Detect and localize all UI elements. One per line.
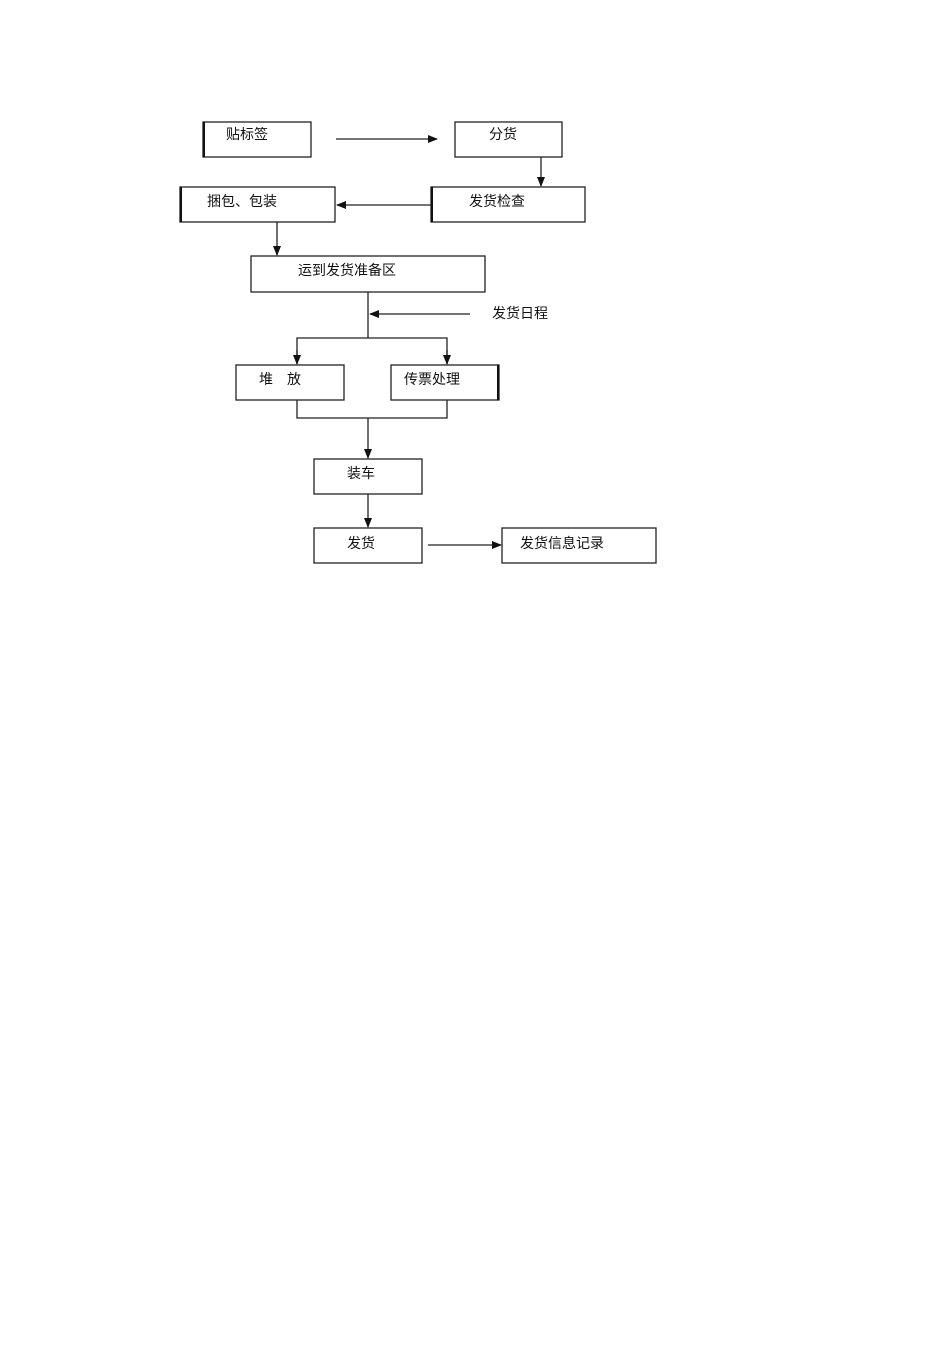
- node-ship: 发货: [313, 527, 423, 564]
- node-sort: 分货: [454, 121, 563, 158]
- node-record: 发货信息记录: [501, 527, 657, 564]
- node-label-text: 贴标签: [226, 126, 268, 143]
- node-invoice: 传票处理: [390, 364, 500, 401]
- node-pack: 捆包、包装: [179, 186, 336, 223]
- node-move-text: 运到发货准备区: [298, 262, 396, 279]
- node-stack: 堆 放: [235, 364, 345, 401]
- split-to-stack-invoice: [296, 337, 448, 364]
- node-sort-text: 分货: [489, 126, 517, 143]
- node-check-text: 发货检查: [469, 193, 525, 210]
- node-load-text: 装车: [347, 465, 375, 482]
- node-check: 发货检查: [430, 186, 586, 223]
- node-record-text: 发货信息记录: [520, 535, 604, 552]
- merge-stack-invoice: [296, 400, 448, 419]
- node-stack-text: 堆 放: [259, 372, 301, 388]
- node-pack-text: 捆包、包装: [207, 194, 277, 210]
- node-ship-text: 发货: [347, 535, 375, 552]
- node-move: 运到发货准备区: [250, 255, 486, 293]
- schedule-label: 发货日程: [492, 305, 548, 322]
- node-label: 贴标签: [202, 121, 312, 158]
- node-load: 装车: [313, 458, 423, 495]
- node-invoice-text: 传票处理: [404, 372, 460, 388]
